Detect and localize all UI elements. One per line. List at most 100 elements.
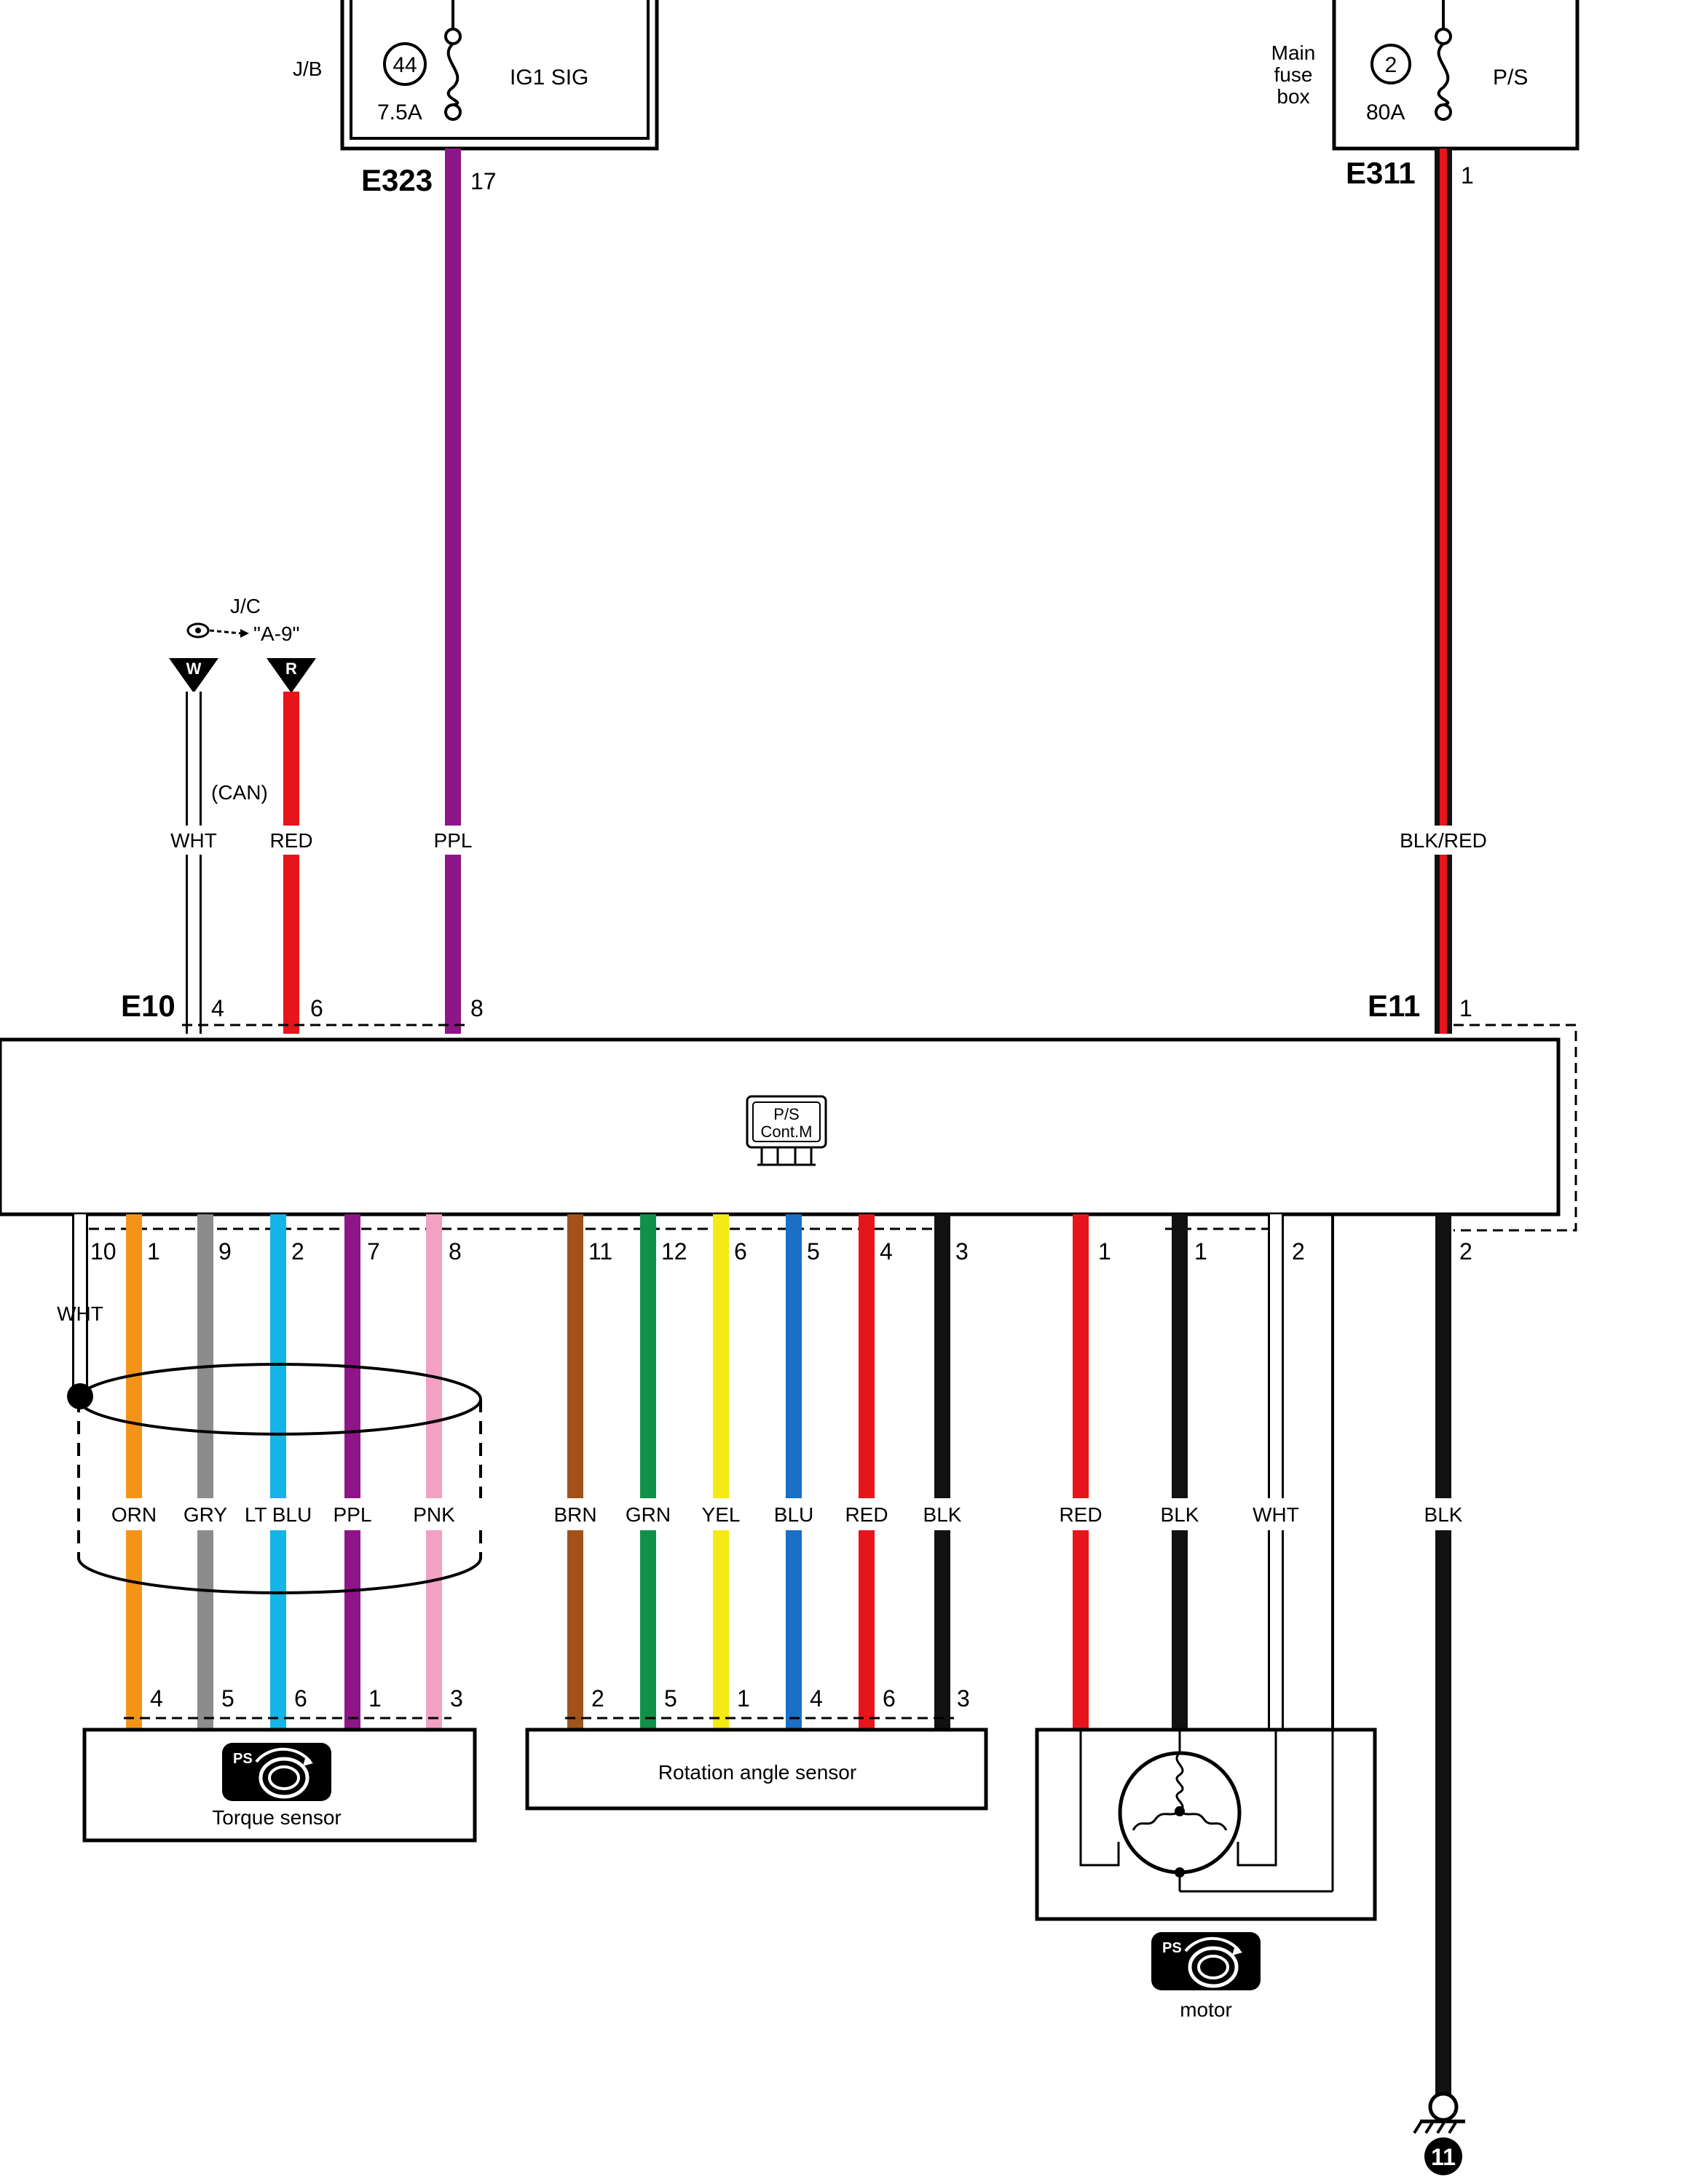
fuse-2-number: 2 <box>1385 53 1397 77</box>
pin-bottom-lt-blu: 6 <box>294 1685 307 1712</box>
pin-top-red-motor: 1 <box>1098 1238 1111 1265</box>
label-blk-motor: BLK <box>1161 1503 1199 1526</box>
connector-e11-outline <box>1454 1024 1577 1232</box>
rotation-angle-sensor-component: Rotation angle sensor <box>525 1728 988 1811</box>
connector-e323: E323 <box>361 163 433 197</box>
label-wht-motor: WHT <box>1253 1503 1299 1526</box>
label-orn: ORN <box>111 1503 157 1526</box>
fuse-2-circle <box>1370 44 1411 84</box>
fuse-rating: 7.5A <box>377 100 422 124</box>
jb-label: J/B <box>293 58 322 80</box>
jc-reference: "A-9" <box>253 622 299 645</box>
pin-top-brn: 11 <box>588 1238 612 1265</box>
motor-component <box>1035 1728 1377 1921</box>
main-fuse-box: Main fuse box 2 80A P/S <box>1271 0 1579 151</box>
label-blk: BLK <box>923 1503 962 1526</box>
pin-e10-8: 8 <box>470 995 484 1021</box>
ps-icon-line1: P/S <box>773 1105 799 1123</box>
pin-bottom-grn: 5 <box>664 1685 677 1712</box>
ps-module-icon: P/S Cont.M <box>746 1095 827 1166</box>
connector-e10: E10 <box>121 989 175 1023</box>
pin-top-pnk: 8 <box>449 1238 462 1265</box>
junction-block-fuse-44: J/B 44 7.5A IG1 SIG <box>293 0 659 151</box>
fuse-number: 44 <box>393 53 417 77</box>
main-label-line3: box <box>1277 85 1309 108</box>
pin-top-ppl: 7 <box>367 1238 380 1265</box>
main-label-line2: fuse <box>1274 63 1313 86</box>
wht-shield-label: WHT <box>57 1302 103 1325</box>
pin-bottom-pnk: 3 <box>450 1685 463 1712</box>
terminal-w-label: W <box>186 660 202 678</box>
label-red-motor: RED <box>1059 1503 1102 1526</box>
pin-top-wht-motor: 2 <box>1292 1238 1305 1265</box>
upper-wire-label-wht: WHT <box>170 829 217 852</box>
connector-e311-pin: 1 <box>1461 162 1474 189</box>
label-grn: GRN <box>626 1503 671 1526</box>
pin-top-gry: 9 <box>218 1238 232 1265</box>
circuit-ps: P/S <box>1493 66 1528 90</box>
fuse-2-rating: 80A <box>1366 100 1405 124</box>
torque-sensor-component: Torque sensor <box>82 1728 477 1843</box>
pin-bottom-orn: 4 <box>150 1685 163 1712</box>
motor-steering-icon <box>1151 1932 1261 1990</box>
fuse-symbol-icon <box>444 0 462 121</box>
upper-wire-label-ppl: PPL <box>434 829 473 852</box>
label-blk-ground: BLK <box>1424 1503 1463 1526</box>
fuse-symbol-icon <box>1435 0 1452 121</box>
shielded-cable-cylinder <box>77 1363 482 1594</box>
pin-bottom-yel: 1 <box>737 1685 750 1712</box>
motor-label: motor <box>1180 1998 1232 2021</box>
upper-wire-label-blk-red: BLK/RED <box>1400 829 1487 852</box>
torque-sensor-label: Torque sensor <box>212 1806 341 1829</box>
pin-top-blk: 3 <box>955 1238 969 1265</box>
pin-top-yel: 6 <box>734 1238 747 1265</box>
pin-top-orn: 1 <box>147 1238 160 1265</box>
rotation-sensor-label: Rotation angle sensor <box>658 1761 856 1784</box>
ground-number: 11 <box>1431 2144 1456 2170</box>
connector-e11: E11 <box>1368 989 1420 1023</box>
pin-top-blk-motor: 1 <box>1194 1238 1207 1265</box>
eye-icon <box>186 622 249 638</box>
junction-connector: J/C "A-9" W R (CAN) <box>169 595 316 804</box>
connector-e323-pin: 17 <box>470 168 497 194</box>
pin-top-blk-ground: 2 <box>1459 1238 1472 1265</box>
jc-label: J/C <box>230 595 261 617</box>
label-ppl: PPL <box>334 1503 372 1526</box>
pin-bottom-brn: 2 <box>591 1685 604 1712</box>
label-brn: BRN <box>553 1503 596 1526</box>
label-gry: GRY <box>184 1503 227 1526</box>
circuit-name: IG1 SIG <box>510 66 588 90</box>
pin-bottom-red: 6 <box>883 1685 896 1712</box>
pin-e10-6: 6 <box>310 995 323 1021</box>
pin-bottom-blk: 3 <box>957 1685 970 1712</box>
can-label: (CAN) <box>211 781 268 804</box>
steering-wheel-icon <box>222 1743 331 1801</box>
pin-bottom-blu: 4 <box>810 1685 823 1712</box>
label-pnk: PNK <box>413 1503 455 1526</box>
terminal-r-icon: R <box>267 658 316 693</box>
pin-top-blu: 5 <box>807 1238 820 1265</box>
pin-top-wht: 10 <box>90 1238 117 1265</box>
pin-top-lt-blu: 2 <box>291 1238 304 1265</box>
pin-top-red: 4 <box>880 1238 893 1265</box>
main-label-line1: Main <box>1271 41 1316 64</box>
pin-top-grn: 12 <box>661 1238 687 1265</box>
label-yel: YEL <box>702 1503 741 1526</box>
label-blu: BLU <box>774 1503 813 1526</box>
upper-wire-label-red: RED <box>269 829 312 852</box>
pin-e10-4: 4 <box>211 995 224 1021</box>
fuse-number-circle <box>383 42 427 86</box>
pin-bottom-gry: 5 <box>221 1685 234 1712</box>
motor-winding-icon <box>1132 1752 1228 1831</box>
ps-icon-line2: Cont.M <box>761 1123 813 1141</box>
terminal-w-icon: W <box>169 658 218 693</box>
label-lt-blu: LT BLU <box>245 1503 312 1526</box>
ps-control-module <box>0 1037 1561 1216</box>
ground-symbol-icon: 11 <box>1413 2092 1465 2175</box>
label-red: RED <box>845 1503 888 1526</box>
pin-bottom-ppl: 1 <box>368 1685 382 1712</box>
connector-e311: E311 <box>1346 156 1416 190</box>
terminal-r-label: R <box>285 660 297 678</box>
pin-e11-1: 1 <box>1459 995 1472 1021</box>
